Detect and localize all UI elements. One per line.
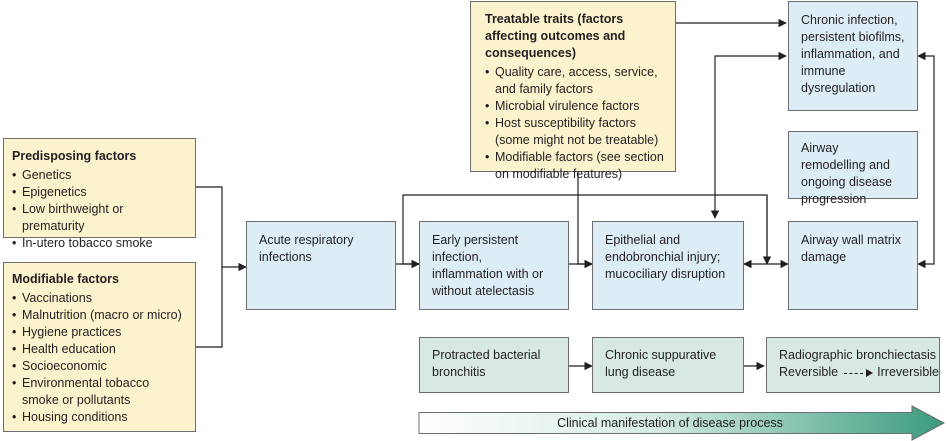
clinical-manifestation-label: Clinical manifestation of disease proces… [557, 416, 783, 430]
treatable-to-epithelial-arrow [577, 172, 593, 269]
treatable-traits-box: Treatable traits (factors affecting outc… [470, 1, 676, 181]
predisposing-connector [196, 186, 223, 348]
modifiable-factors-title: Modifiable factors [12, 272, 119, 286]
epithelial-injury-label: Epithelial and endobronchial injury; muc… [605, 233, 726, 281]
predisposing-factors-box: Predisposing factors Genetics Epigenetic… [3, 138, 196, 252]
early-persistent-infection-box: Early persistent infection, inflammation… [419, 221, 569, 310]
treatable-item: Microbial virulence factors [485, 98, 667, 115]
airway-remodelling-box: Airway remodelling and ongoing disease p… [788, 131, 918, 206]
modifiable-item: Health education [12, 341, 187, 358]
predisposing-factors-title: Predisposing factors [12, 149, 137, 163]
modifiable-item: Vaccinations [12, 290, 187, 307]
chronic-suppurative-lung-disease-box: Chronic suppurative lung disease [592, 337, 744, 393]
airway-remodelling-label: Airway remodelling and ongoing disease p… [801, 141, 893, 206]
radiographic-bronchiectasis-box: Radiographic bronchiectasis Reversible I… [766, 337, 940, 393]
airway-wall-matrix-box: Airway wall matrix damage [788, 221, 918, 310]
irreversible-label: Irreversible [877, 365, 939, 379]
modifiable-item: Hygiene practices [12, 324, 187, 341]
modifiable-item: Socioeconomic [12, 358, 187, 375]
modifiable-item: Environmental tobacco smoke or pollutant… [12, 375, 187, 409]
early-persistent-infection-label: Early persistent infection, inflammation… [432, 233, 544, 298]
dashed-arrow-line [844, 373, 864, 374]
epithelial-chronic-arrow [710, 51, 787, 219]
arrow-head-icon [866, 368, 874, 377]
modifiable-item: Malnutrition (macro or micro) [12, 307, 187, 324]
radiographic-bronchiectasis-label: Radiographic bronchiectasis [779, 348, 937, 362]
reversibility-scale: Reversible Irreversible [779, 364, 939, 381]
modifiable-factors-box: Modifiable factors Vaccinations Malnutri… [3, 262, 196, 432]
treatable-item: Host susceptibility factors (some might … [485, 115, 667, 149]
chronic-airway-wall-bracket [917, 51, 935, 269]
treatable-item: Quality care, access, service, and famil… [485, 64, 667, 98]
airway-wall-matrix-label: Airway wall matrix damage [801, 233, 902, 264]
treatable-traits-title: Treatable traits (factors affecting outc… [485, 12, 626, 60]
modifiable-item: Housing conditions [12, 409, 187, 426]
predisposing-item: Epigenetics [12, 184, 187, 201]
protracted-bacterial-bronchitis-label: Protracted bacterial bronchitis [432, 348, 541, 379]
epithelial-injury-box: Epithelial and endobronchial injury; muc… [592, 221, 744, 310]
reversible-label: Reversible [779, 365, 839, 379]
clinical-manifestation-arrow [418, 405, 946, 441]
predisposing-item: Low birthweight or prematurity [12, 201, 187, 235]
protracted-bacterial-bronchitis-box: Protracted bacterial bronchitis [419, 337, 569, 393]
predisposing-item: In-utero tobacco smoke [12, 235, 187, 252]
chronic-suppurative-lung-disease-label: Chronic suppurative lung disease [605, 348, 717, 379]
acute-respiratory-infections-box: Acute respiratory infections [246, 221, 396, 310]
treatable-item: Modifiable factors (see section on modif… [485, 149, 667, 183]
predisposing-item: Genetics [12, 167, 187, 184]
acute-respiratory-infections-label: Acute respiratory infections [259, 233, 354, 264]
chronic-infection-box: Chronic infection, persistent biofilms, … [788, 1, 918, 111]
chronic-infection-label: Chronic infection, persistent biofilms, … [801, 13, 905, 95]
